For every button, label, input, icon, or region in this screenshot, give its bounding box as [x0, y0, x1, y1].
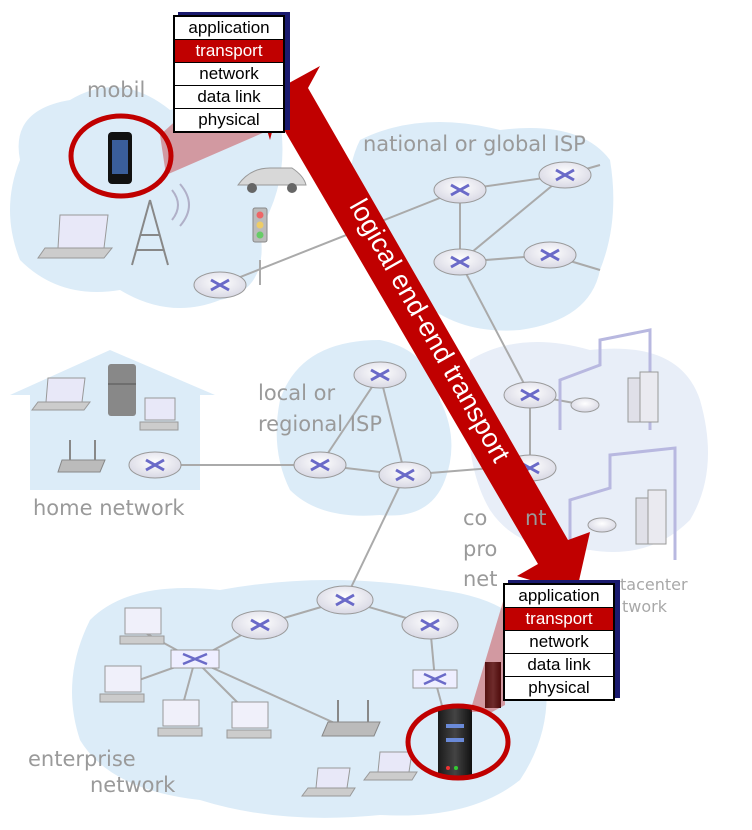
- small-router: [570, 397, 600, 413]
- router: [193, 271, 247, 299]
- national-isp-label: national or global ISP: [363, 132, 586, 156]
- router: [378, 461, 432, 489]
- mobile-network-label: mobil: [87, 78, 145, 102]
- router: [401, 610, 459, 640]
- desktop-icon: [99, 665, 145, 703]
- datacenter-label-1: tacenter: [620, 575, 688, 594]
- content-provider-label-3: net: [463, 567, 497, 591]
- router: [316, 585, 374, 615]
- desktop-icon: [157, 699, 203, 737]
- laptop-icon: [301, 767, 356, 797]
- desktop-icon: [139, 397, 179, 431]
- routers: [128, 161, 617, 640]
- desktop-icon: [119, 607, 165, 645]
- router: [433, 248, 487, 276]
- router: [433, 176, 487, 204]
- router: [231, 610, 289, 640]
- cell-tower-icon: [131, 183, 190, 266]
- home-network-label: home network: [33, 496, 185, 520]
- wifi-router-icon: [57, 440, 106, 473]
- layer-physical: physical: [175, 109, 283, 131]
- local-isp-label-2: regional ISP: [258, 412, 382, 436]
- small-router: [587, 517, 617, 533]
- router: [293, 451, 347, 479]
- content-provider-label-1b: nt: [525, 506, 547, 530]
- layer-transport: transport: [505, 608, 613, 631]
- layer-physical: physical: [505, 677, 613, 699]
- phone-icon: [108, 132, 132, 184]
- server-icon: [438, 662, 501, 778]
- layer-network: network: [505, 631, 613, 654]
- fridge-icon: [108, 364, 136, 416]
- datacenter-label-2: twork: [622, 597, 668, 616]
- switch: [412, 669, 458, 689]
- router: [503, 381, 557, 409]
- layer-application: application: [175, 17, 283, 40]
- layer-data-link: data link: [175, 86, 283, 109]
- laptop-icon: [363, 751, 418, 781]
- laptop-icon: [37, 214, 114, 259]
- layer-application: application: [505, 585, 613, 608]
- layer-data-link: data link: [505, 654, 613, 677]
- content-provider-label-2: pro: [463, 537, 497, 561]
- router: [523, 241, 577, 269]
- protocol-stack-bottom: application transport network data link …: [503, 583, 615, 701]
- router: [538, 161, 592, 189]
- desktop-icon: [226, 701, 272, 739]
- car-icon: [237, 167, 307, 193]
- highlight-circle-server: [405, 595, 511, 781]
- switch: [170, 649, 220, 669]
- layer-transport: transport: [175, 40, 283, 63]
- traffic-light-icon: [252, 207, 268, 243]
- datacenter-building-icon: [558, 328, 677, 560]
- content-provider-label-1: co: [463, 506, 487, 530]
- router: [128, 451, 182, 479]
- layer-network: network: [175, 63, 283, 86]
- wifi-router-icon: [321, 700, 381, 737]
- enterprise-network-label: enterprise: [28, 747, 136, 771]
- enterprise-network-label-2: network: [90, 773, 176, 797]
- laptop-icon: [31, 377, 91, 411]
- protocol-stack-top: application transport network data link …: [173, 15, 285, 133]
- local-isp-label: local or: [258, 381, 335, 405]
- server-rack-icon: [627, 371, 667, 545]
- router: [353, 361, 407, 389]
